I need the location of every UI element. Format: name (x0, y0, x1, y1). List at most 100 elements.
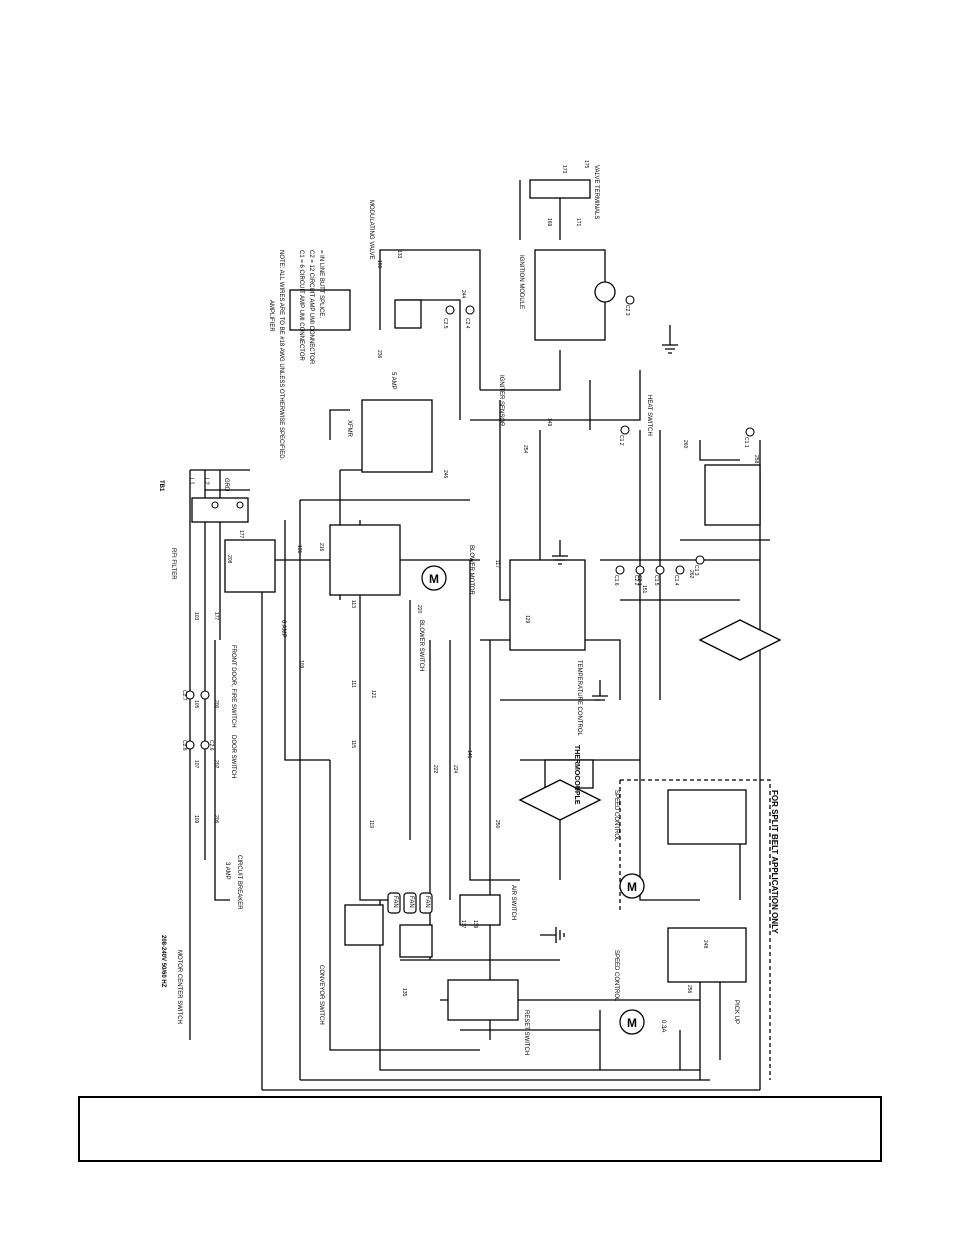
blower-switch-label: BLOWER SWITCH (418, 620, 424, 671)
svg-text:C2.3: C2.3 (624, 305, 630, 316)
svg-text:C1.2: C1.2 (618, 435, 624, 446)
svg-text:177: 177 (238, 530, 244, 539)
svg-text:105: 105 (193, 700, 199, 709)
svg-text:206: 206 (213, 815, 219, 824)
svg-text:224: 224 (452, 765, 458, 774)
svg-text:M: M (429, 572, 439, 586)
svg-text:M: M (627, 880, 637, 894)
svg-text:135: 135 (401, 988, 407, 997)
svg-text:115: 115 (350, 740, 356, 748)
svg-text:GRD: GRD (223, 478, 229, 492)
svg-text:137: 137 (460, 920, 466, 929)
svg-text:171: 171 (575, 218, 581, 227)
svg-text:220: 220 (416, 605, 422, 614)
svg-text:C2.7: C2.7 (181, 690, 187, 701)
svg-text:119: 119 (368, 820, 374, 828)
svg-text:0.3A: 0.3A (660, 1020, 666, 1032)
modulating-valve-label: MODULATING VALVE (368, 200, 374, 260)
svg-text:111: 111 (350, 680, 356, 688)
speed-control-label-1: SPEED CONTROL (613, 790, 619, 842)
svg-text:248: 248 (702, 940, 708, 949)
blower-motor-label: BLOWER MOTOR (468, 545, 474, 596)
svg-text:149: 149 (546, 418, 552, 427)
svg-text:C2.1: C2.1 (636, 575, 642, 586)
svg-text:M: M (627, 1016, 637, 1030)
svg-text:3 AMP: 3 AMP (224, 862, 230, 880)
svg-text:155: 155 (376, 260, 382, 269)
svg-text:262: 262 (688, 570, 694, 579)
svg-text:131: 131 (296, 545, 302, 554)
svg-text:139: 139 (472, 920, 478, 929)
svg-text:177: 177 (213, 612, 219, 621)
svg-text:169: 169 (546, 218, 552, 227)
ignition-module-label: IGNITION MODULE (518, 255, 524, 309)
svg-text:175: 175 (583, 160, 589, 169)
valve-terminals-label: VALVE TERMINALS (593, 165, 599, 219)
wire-number-labels: 103 105 107 109 177 200 202 206 109 111 … (193, 160, 759, 997)
svg-text:222: 222 (432, 765, 438, 774)
svg-text:129: 129 (524, 615, 530, 624)
igniter-sensor-label: IGNITER SENSOR (498, 375, 504, 427)
svg-text:C2.8: C2.8 (181, 740, 187, 751)
svg-text:117: 117 (494, 560, 500, 568)
svg-text:C1.4: C1.4 (673, 575, 679, 586)
amplifier-label: AMPLIFIER (268, 300, 274, 332)
svg-text:121: 121 (370, 690, 376, 699)
svg-text:250: 250 (494, 820, 500, 829)
igniter-symbol (594, 281, 616, 303)
svg-text:C1.5: C1.5 (653, 575, 659, 586)
svg-text:C2.5: C2.5 (442, 318, 448, 329)
rfi-filter-label: RFI FILTER (170, 548, 176, 580)
svg-text:L1: L1 (188, 478, 194, 485)
svg-text:109: 109 (193, 815, 199, 824)
svg-text:L2: L2 (203, 478, 209, 485)
svg-text:C2 = 12 CIRCUIT AMP UMI CONNEC: C2 = 12 CIRCUIT AMP UMI CONNECTOR (308, 250, 314, 365)
reset-switch-label: RESET SWITCH (523, 1010, 529, 1055)
air-switch-label: AIR SWITCH (510, 885, 516, 920)
svg-text:202: 202 (213, 760, 219, 769)
conveyor-switch-label: CONVEYOR SWITCH (318, 965, 324, 1025)
svg-text:236: 236 (376, 350, 382, 359)
svg-text:C2.2: C2.2 (633, 575, 639, 586)
ground-symbols (540, 325, 678, 943)
speed-control-label-2: SPEED CONTROL (613, 950, 619, 1002)
motor-symbols (421, 281, 645, 1035)
svg-text:133: 133 (396, 250, 402, 259)
svg-text:200: 200 (213, 700, 219, 709)
speed-motor-symbol-2 (619, 1009, 645, 1035)
speed-motor-symbol-1 (619, 873, 645, 899)
svg-text:6 AMP: 6 AMP (280, 620, 286, 638)
connector-circles (185, 295, 755, 750)
pickup-label: PICK UP (733, 1000, 739, 1024)
svg-text:C1.3: C1.3 (693, 565, 699, 576)
svg-text:145: 145 (466, 750, 472, 759)
temperature-control-label: TEMPERATURE CONTROL (576, 660, 582, 737)
svg-text:= IN LINE BUTT SPLICE.: = IN LINE BUTT SPLICE. (318, 250, 324, 318)
svg-text:5 AMP: 5 AMP (390, 372, 396, 390)
svg-text:113: 113 (350, 600, 356, 608)
fire-switch-label: FRONT DOOR, FIRE SWITCH (230, 645, 236, 728)
circuit-breaker-label: CIRCUIT BREAKER (236, 855, 242, 910)
split-belt-label: FOR SPLIT BELT APPLICATION ONLY (770, 790, 779, 934)
svg-text:254: 254 (522, 445, 528, 454)
svg-text:256: 256 (686, 985, 692, 994)
svg-text:258: 258 (753, 455, 759, 464)
xfmr-label: XFMR (346, 420, 352, 438)
heat-switch-label: HEAT SWITCH (646, 395, 652, 436)
thermocouple-label: THERMOCOUPLE (573, 745, 580, 805)
svg-text:216: 216 (318, 543, 324, 552)
fan-label-3: FAN (424, 896, 430, 908)
motor-letters: M M M (429, 572, 637, 1030)
fan-blocks (387, 892, 433, 914)
blower-motor-symbol (421, 565, 447, 591)
heater-diamonds (518, 619, 782, 821)
connector-labels: C2.7 C2.8 C2.6 C2.5 C2.4 C1.6 C2.2 C1.5 … (181, 305, 749, 751)
svg-text:109: 109 (298, 660, 304, 669)
svg-text:C1.1: C1.1 (743, 437, 749, 448)
svg-text:173: 173 (561, 165, 567, 174)
svg-text:151: 151 (641, 585, 647, 594)
svg-text:208: 208 (226, 555, 232, 564)
svg-text:107: 107 (193, 760, 199, 769)
svg-text:246: 246 (442, 470, 448, 479)
